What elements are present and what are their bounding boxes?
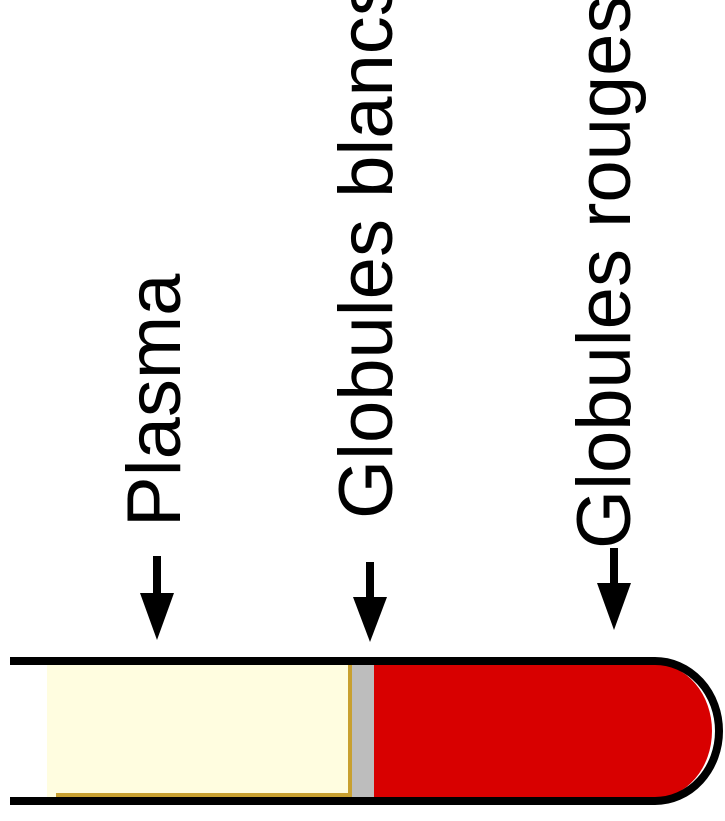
white-cells-arrow xyxy=(353,562,387,642)
red-cells-arrow xyxy=(597,548,631,630)
plasma-layer xyxy=(47,664,352,798)
plasma-label: Plasma xyxy=(112,273,197,527)
red-cells-label: Globules rouges xyxy=(562,0,647,549)
plasma-arrow xyxy=(140,556,174,640)
white-cells-label: Globules blancs xyxy=(324,0,409,519)
red-cells-layer xyxy=(374,664,712,798)
test-tube-outline xyxy=(10,657,723,805)
white-cells-layer xyxy=(352,664,374,798)
